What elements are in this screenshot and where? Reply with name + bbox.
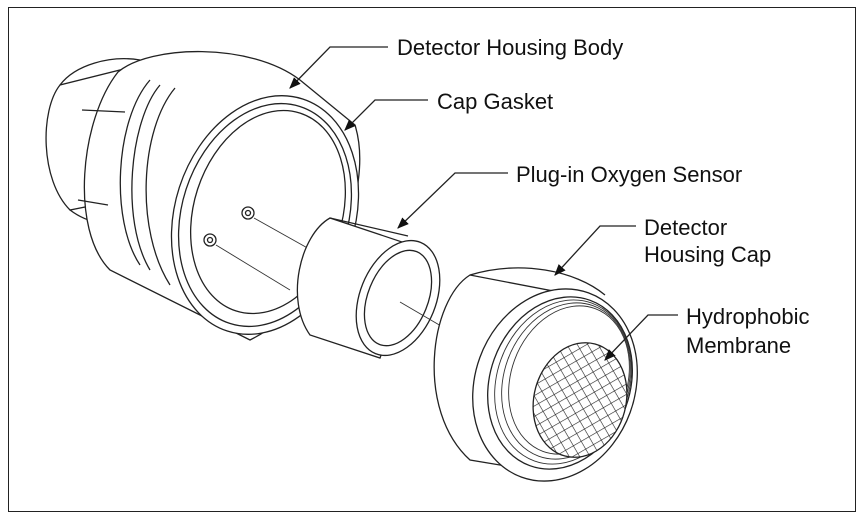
label-detector-housing-body: Detector Housing Body (397, 35, 624, 60)
leader-hydrophobic-membrane (604, 314, 678, 361)
detector-housing-cap (433, 267, 638, 482)
sensor-pin (203, 233, 217, 247)
label-hydrophobic-membrane-line2: Membrane (686, 333, 792, 358)
sensor-pin (241, 206, 255, 220)
label-hydrophobic-membrane-line1: Hydrophobic (686, 304, 810, 329)
label-detector-housing-cap-line1: Detector (644, 215, 728, 240)
label-plug-in-oxygen-sensor: Plug-in Oxygen Sensor (516, 162, 743, 187)
leader-detector-housing-body (289, 46, 388, 89)
label-cap-gasket: Cap Gasket (437, 89, 554, 114)
leader-plug-in-oxygen-sensor (397, 172, 508, 229)
leader-cap-gasket (344, 99, 428, 131)
hydrophobic-membrane (532, 342, 628, 458)
plug-in-oxygen-sensor (296, 217, 466, 359)
leader-detector-housing-cap (554, 225, 636, 276)
label-detector-housing-cap-line2: Housing Cap (644, 242, 772, 267)
